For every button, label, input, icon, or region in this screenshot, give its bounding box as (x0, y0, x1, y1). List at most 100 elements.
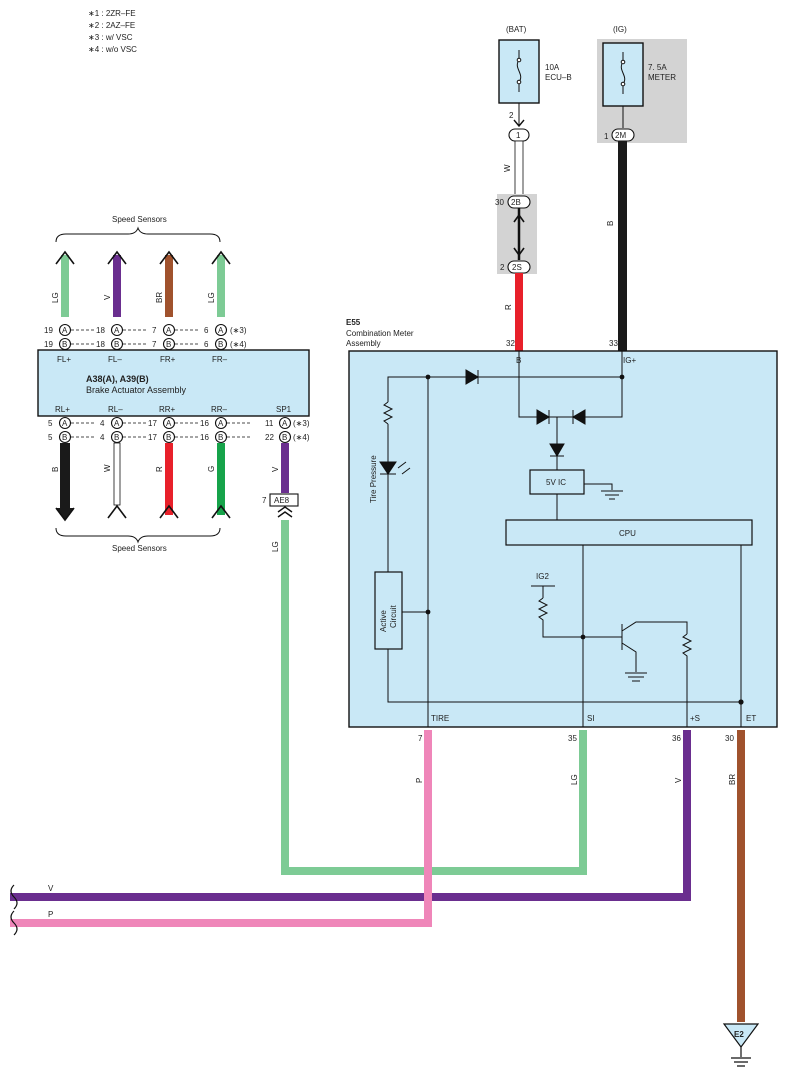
note-3: ∗3 : w/ VSC (88, 33, 133, 42)
ground-icon (584, 483, 623, 500)
svg-text:B: B (51, 467, 60, 472)
ig-fuse: (IG) 7. 5A METER (597, 25, 687, 143)
wire-label: LG (51, 292, 60, 303)
svg-text:(∗4): (∗4) (293, 433, 310, 442)
svg-text:B: B (166, 433, 171, 442)
cpu-label: CPU (619, 529, 636, 538)
svg-text:RR–: RR– (211, 405, 228, 414)
svg-text:(∗4): (∗4) (230, 340, 247, 349)
svg-text:B: B (62, 340, 67, 349)
bat-fuse-amp: 10A (545, 63, 560, 72)
svg-text:17: 17 (148, 433, 157, 442)
wire-label: LG (207, 292, 216, 303)
svg-text:IG+: IG+ (623, 356, 636, 365)
svg-text:5: 5 (48, 433, 53, 442)
meter-code: E55 (346, 318, 361, 327)
svg-text:B: B (114, 433, 119, 442)
bat-conn: 1 (516, 131, 521, 140)
svg-text:B: B (166, 340, 171, 349)
svg-text:7: 7 (152, 326, 157, 335)
transistor-icon (621, 621, 688, 672)
svg-text:Combination Meter: Combination Meter (346, 329, 414, 338)
svg-text:7: 7 (418, 734, 423, 743)
bus-v-label: V (48, 884, 54, 893)
bottom-wires: B W R G V (51, 442, 289, 522)
svg-text:ET: ET (746, 714, 756, 723)
actuator-top-connectors: 19 A 18 A 7 A 6 A (∗3) 19 B 18 B 7 B 6 B… (44, 323, 247, 351)
svg-text:A: A (114, 419, 120, 428)
ground-e2: E2 (722, 1023, 760, 1067)
svg-text:TIRE: TIRE (431, 714, 449, 723)
svg-text:32: 32 (506, 339, 515, 348)
svg-text:RL–: RL– (108, 405, 123, 414)
option-notes: ∗1 : 2ZR–FE ∗2 : 2AZ–FE ∗3 : w/ VSC ∗4 :… (88, 9, 137, 54)
ae8-pin: 7 (262, 496, 267, 505)
svg-text:17: 17 (148, 419, 157, 428)
speed-sensors-bottom-label: Speed Sensors (112, 544, 167, 553)
svg-text:LG: LG (570, 774, 579, 785)
svg-text:4: 4 (100, 433, 105, 442)
wire-b-label: B (606, 221, 615, 226)
bat-pin: 2 (509, 111, 514, 120)
svg-text:B: B (218, 433, 223, 442)
conn-2b: 2B (511, 198, 521, 207)
wire-break-icon (10, 884, 18, 936)
ig-label: (IG) (613, 25, 627, 34)
svg-text:V: V (674, 777, 683, 783)
top-wires: LG V BR LG (51, 250, 231, 317)
svg-text:+S: +S (690, 714, 700, 723)
svg-text:A: A (166, 419, 172, 428)
svg-text:RR+: RR+ (159, 405, 176, 414)
svg-text:A: A (218, 419, 224, 428)
svg-text:A: A (114, 326, 120, 335)
svg-text:B: B (62, 433, 67, 442)
svg-text:6: 6 (204, 340, 209, 349)
svg-text:R: R (155, 466, 164, 472)
wire-w-label: W (503, 164, 512, 172)
svg-text:35: 35 (568, 734, 577, 743)
svg-text:30: 30 (725, 734, 734, 743)
ig-conn: 2M (615, 131, 626, 140)
conn-2s: 2S (512, 263, 522, 272)
bat-fuse: (BAT) 10A ECU–B (498, 25, 572, 104)
wire-r-label: R (504, 304, 513, 310)
wire-label: BR (155, 292, 164, 303)
ae8-wire-label: LG (271, 541, 280, 552)
brace-bottom (55, 527, 221, 544)
svg-text:P: P (415, 778, 424, 783)
note-2: ∗2 : 2AZ–FE (88, 21, 135, 30)
actuator-bottom-connectors: 5 A 4 A 17 A 16 A 11 A (∗3) 5 B 4 B 17 B… (48, 416, 310, 444)
svg-text:18: 18 (96, 326, 105, 335)
resistor-icon (382, 401, 394, 425)
svg-text:B: B (114, 340, 119, 349)
svg-text:4: 4 (100, 419, 105, 428)
wire-label: V (103, 294, 112, 300)
combination-meter: E55 Combination Meter Assembly 32 33 B I… (346, 318, 778, 728)
wire-r (515, 273, 523, 353)
svg-text:Active: Active (379, 610, 388, 632)
svg-text:SP1: SP1 (276, 405, 292, 414)
svg-text:E2: E2 (734, 1030, 744, 1039)
svg-text:(∗3): (∗3) (230, 326, 247, 335)
svg-text:22: 22 (265, 433, 274, 442)
svg-text:B: B (282, 433, 287, 442)
svg-text:A: A (62, 326, 68, 335)
svg-text:5: 5 (48, 419, 53, 428)
pin-2: 2 (500, 263, 505, 272)
actuator-title: A38(A), A39(B) (86, 374, 149, 384)
svg-text:V: V (271, 466, 280, 472)
svg-text:36: 36 (672, 734, 681, 743)
svg-text:A: A (166, 326, 172, 335)
ig-fuse-amp: 7. 5A (648, 63, 667, 72)
ic-label: 5V IC (546, 478, 566, 487)
svg-text:Circuit: Circuit (389, 605, 398, 628)
svg-text:(∗3): (∗3) (293, 419, 310, 428)
svg-text:16: 16 (200, 419, 209, 428)
bat-label: (BAT) (506, 25, 527, 34)
ground-icon (731, 1047, 751, 1067)
brake-actuator-assembly: FL+ FL– FR+ FR– A38(A), A39(B) Brake Act… (37, 349, 310, 417)
connector-ae8 (269, 493, 299, 507)
svg-text:RL+: RL+ (55, 405, 70, 414)
svg-text:11: 11 (265, 419, 274, 428)
